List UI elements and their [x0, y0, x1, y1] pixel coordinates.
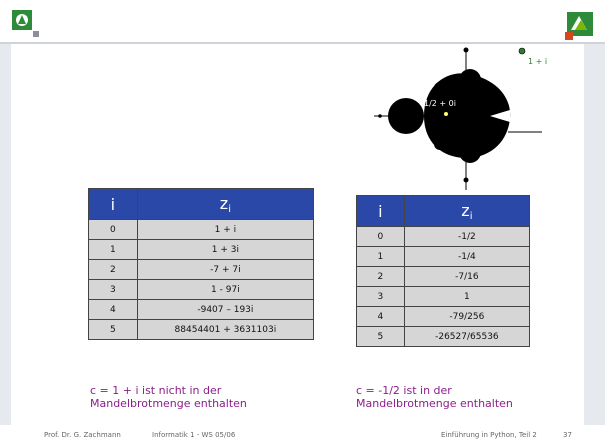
column-header-i: i	[88, 188, 138, 220]
table-row: 5-26527/65536	[356, 326, 531, 347]
footer-course: Informatik 1 - WS 05/06	[152, 431, 236, 439]
table-row: 4-79/256	[356, 306, 531, 327]
label-point-i: 1 + i	[528, 57, 548, 66]
university-seal-icon	[12, 10, 39, 37]
note-c-1-plus-i: c = 1 + i ist nicht in der Mandelbrotmen…	[90, 384, 247, 410]
institute-logo-icon	[565, 12, 593, 40]
table-row: 0-1/2	[356, 226, 531, 247]
mandelbrot-figure	[374, 47, 542, 190]
table-row: 1-1/4	[356, 246, 531, 267]
column-header-i: i	[356, 195, 405, 227]
footer-author: Prof. Dr. G. Zachmann	[44, 431, 121, 439]
footer-page-number: 37	[563, 431, 572, 439]
right-margin-bar	[584, 44, 605, 425]
point-half-marker	[444, 112, 448, 116]
note-c-minus-half: c = -1/2 ist in der Mandelbrotmenge enth…	[356, 384, 513, 410]
label-point-half: 1/2 + 0i	[424, 99, 456, 108]
column-header-z: zi	[403, 195, 531, 227]
column-header-z: zi	[136, 188, 315, 220]
footer-topic: Einführung in Python, Teil 2	[441, 431, 537, 439]
table-row: 4-9407 – 193i	[88, 299, 315, 320]
left-margin-bar	[0, 44, 11, 425]
header-divider	[0, 42, 605, 44]
table-row: 2-7/16	[356, 266, 531, 287]
point-i-marker	[518, 47, 526, 55]
table-row: 2-7 + 7i	[88, 259, 315, 280]
table-header-row: i zi	[356, 195, 531, 227]
table-header-row: i zi	[88, 188, 315, 220]
